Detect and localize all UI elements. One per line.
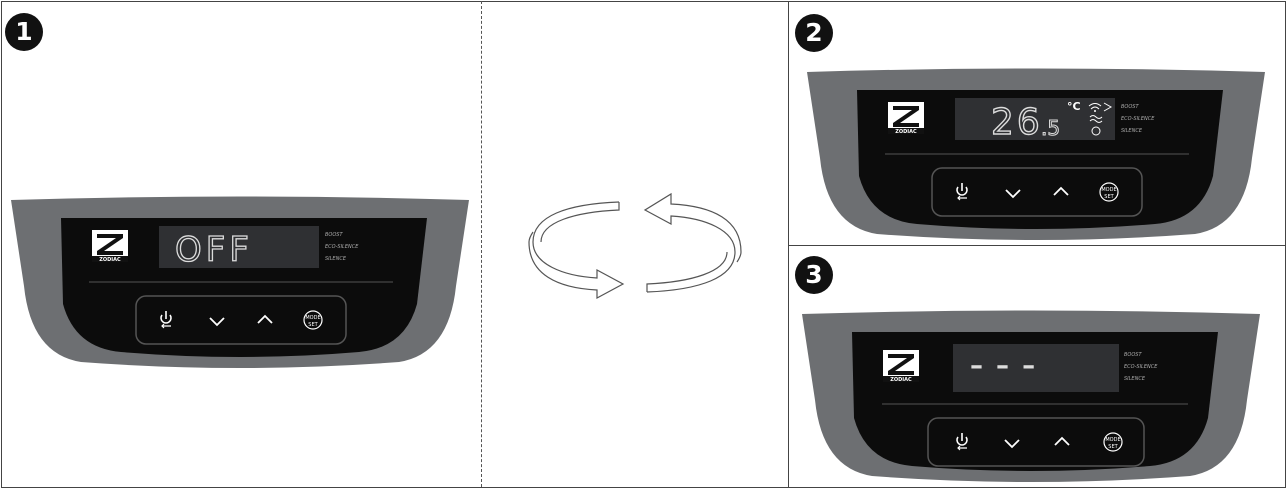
control-panel-3: ZODIAC – – – BOOST ECO-SILENCE SILENCE M… — [800, 310, 1262, 482]
mode-label-boost: BOOST — [1121, 104, 1139, 110]
display-value: 26 — [991, 102, 1043, 143]
control-panel-2: ZODIAC 26 .5 °C BOOST ECO-SILENCE SILENC… — [805, 68, 1267, 240]
svg-text:SET: SET — [1104, 194, 1114, 200]
display-sub: .5 — [1041, 116, 1060, 140]
divider-right — [788, 1, 789, 487]
step-badge-1: 1 — [5, 13, 43, 51]
svg-text:MODE: MODE — [1101, 187, 1116, 193]
control-panel-1: ZODIAC OFF BOOST ECO-SILENCE SILENCE MOD… — [9, 196, 471, 368]
svg-text:SET: SET — [308, 322, 318, 328]
step-badge-3: 3 — [795, 256, 833, 294]
display-value: – – – — [970, 351, 1037, 381]
zodiac-logo: ZODIAC — [883, 350, 919, 383]
mode-label-boost: BOOST — [1124, 352, 1142, 358]
mode-label-boost: BOOST — [325, 232, 343, 238]
mode-label-silence: SILENCE — [325, 256, 347, 262]
zodiac-logo: ZODIAC — [888, 102, 924, 135]
step-badge-2: 2 — [795, 14, 833, 52]
svg-text:ZODIAC: ZODIAC — [99, 257, 121, 263]
mode-label-eco: ECO-SILENCE — [1121, 116, 1155, 122]
divider-left — [481, 1, 482, 487]
rotate-arrows-icon — [527, 190, 747, 300]
svg-text:ZODIAC: ZODIAC — [895, 129, 917, 135]
divider-horizontal — [788, 245, 1285, 246]
zodiac-logo: ZODIAC — [92, 230, 128, 263]
svg-text:ZODIAC: ZODIAC — [890, 377, 912, 383]
mode-label-eco: ECO-SILENCE — [1124, 364, 1158, 370]
display-value: OFF — [175, 230, 253, 270]
svg-text:MODE: MODE — [305, 315, 320, 321]
svg-text:MODE: MODE — [1105, 437, 1120, 443]
mode-label-eco: ECO-SILENCE — [325, 244, 359, 250]
mode-label-silence: SILENCE — [1124, 376, 1146, 382]
unit-celsius: °C — [1067, 100, 1081, 113]
mode-label-silence: SILENCE — [1121, 128, 1143, 134]
svg-text:SET: SET — [1108, 444, 1118, 450]
